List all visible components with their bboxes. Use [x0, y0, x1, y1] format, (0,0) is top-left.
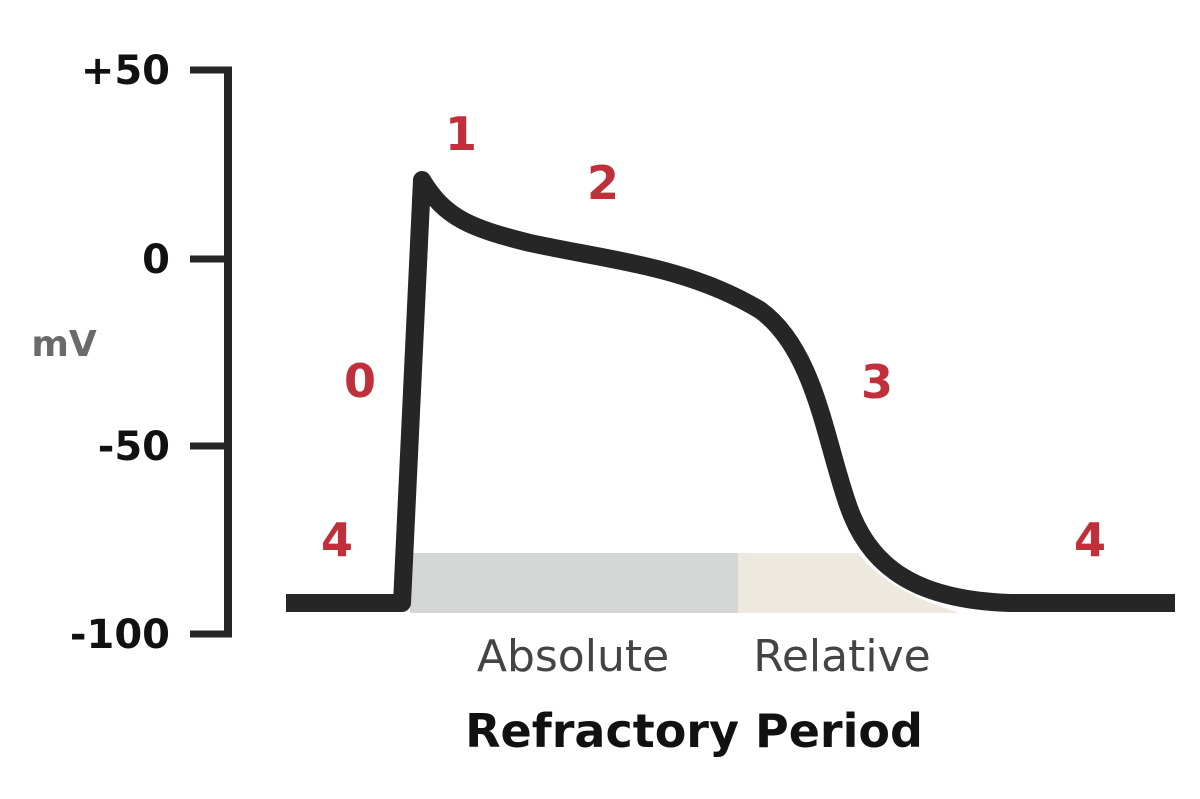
y-tick-label-plus50: +50: [81, 48, 170, 94]
relative-refractory-band: [738, 553, 960, 613]
phase-label-2: 2: [587, 156, 619, 210]
phase-label-1: 1: [445, 107, 477, 161]
phase-label-4-left: 4: [321, 513, 353, 567]
absolute-refractory-band: [410, 553, 738, 613]
action-potential-trace: [286, 171, 1175, 612]
absolute-refractory-label: Absolute: [477, 631, 669, 682]
phase-label-4-right: 4: [1074, 513, 1106, 567]
y-tick-label-0: 0: [142, 237, 170, 283]
y-tick-label-minus50: -50: [98, 424, 170, 470]
refractory-period-title: Refractory Period: [465, 704, 923, 758]
phase-label-3: 3: [861, 355, 893, 409]
relative-refractory-label: Relative: [753, 631, 930, 682]
phase-label-0: 0: [344, 354, 376, 408]
y-axis-unit-label: mV: [31, 324, 97, 365]
y-tick-label-minus100: -100: [70, 612, 170, 658]
